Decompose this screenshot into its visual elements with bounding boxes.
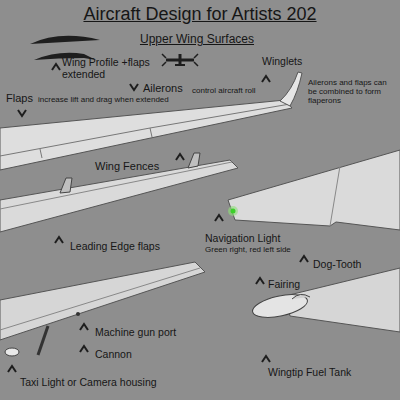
part-label: control aircraft roll bbox=[192, 86, 256, 95]
part-label: Flaps bbox=[6, 92, 33, 105]
label-holder: Navigation Light bbox=[205, 232, 280, 244]
navigation-light-glow bbox=[228, 206, 238, 216]
label-holder: Flaps bbox=[6, 92, 33, 105]
plane-icon bbox=[162, 54, 198, 66]
wing-fence bbox=[188, 153, 200, 168]
part-label: Dog-Tooth bbox=[313, 258, 361, 270]
label-holder: Taxi Light or Camera housing bbox=[20, 376, 157, 388]
wing-fence bbox=[60, 178, 72, 193]
label-holder: Cannon bbox=[95, 348, 132, 360]
label-holder: Ailerons and flaps can be combined to fo… bbox=[308, 78, 396, 106]
wing bbox=[228, 150, 400, 230]
control-surface-lines bbox=[0, 104, 290, 158]
part-label: Fairing bbox=[268, 278, 300, 290]
navigation-light bbox=[231, 209, 236, 214]
label-holder: Wing Profile +flaps extended bbox=[62, 56, 157, 80]
label-holder: Upper Wing Surfaces bbox=[0, 29, 397, 47]
title-holder: Aircraft Design for Artists 202 bbox=[0, 4, 400, 25]
wing bbox=[0, 160, 238, 232]
part-label: Taxi Light or Camera housing bbox=[20, 376, 157, 388]
label-holder: Wing Fences bbox=[95, 160, 159, 173]
part-label: Winglets bbox=[262, 55, 302, 67]
flap-line bbox=[0, 268, 200, 330]
fuel-tank bbox=[251, 290, 310, 321]
part-label: Ailerons bbox=[143, 82, 183, 95]
label-holder: increase lift and drag when extended bbox=[38, 95, 169, 104]
winglet bbox=[280, 72, 302, 106]
part-label: Ailerons and flaps can be combined to fo… bbox=[308, 78, 396, 106]
gun-port bbox=[76, 312, 80, 316]
wing bbox=[0, 100, 292, 170]
fairing bbox=[292, 294, 310, 299]
part-label: Cannon bbox=[95, 348, 132, 360]
label-holder: Wingtip Fuel Tank bbox=[268, 366, 351, 378]
dog-tooth-line bbox=[330, 166, 340, 226]
part-label: Machine gun port bbox=[95, 326, 176, 338]
part-label: Green right, red left side bbox=[205, 245, 291, 254]
label-holder: Fairing bbox=[268, 278, 300, 290]
label-holder: Leading Edge flaps bbox=[70, 240, 160, 252]
part-label: Navigation Light bbox=[205, 232, 280, 244]
part-label: Leading Edge flaps bbox=[70, 240, 160, 252]
label-holder: Machine gun port bbox=[95, 326, 176, 338]
airfoil bbox=[30, 36, 100, 44]
label-holder: Winglets bbox=[262, 55, 302, 67]
title: Aircraft Design for Artists 202 bbox=[83, 4, 316, 25]
label-holder: Green right, red left side bbox=[205, 245, 291, 254]
label-holder: Ailerons bbox=[143, 82, 183, 95]
cannon bbox=[38, 326, 48, 355]
pointer-chevrons bbox=[8, 64, 308, 372]
part-label: Wing Fences bbox=[95, 160, 159, 173]
subtitle: Upper Wing Surfaces bbox=[140, 33, 254, 47]
part-label: increase lift and drag when extended bbox=[38, 95, 169, 104]
part-label: Wingtip Fuel Tank bbox=[268, 366, 351, 378]
wing bbox=[0, 262, 205, 340]
label-holder: Dog-Tooth bbox=[313, 258, 361, 270]
taxi-light bbox=[5, 348, 19, 356]
label-holder: control aircraft roll bbox=[192, 86, 256, 95]
part-label: Wing Profile +flaps extended bbox=[62, 56, 157, 80]
